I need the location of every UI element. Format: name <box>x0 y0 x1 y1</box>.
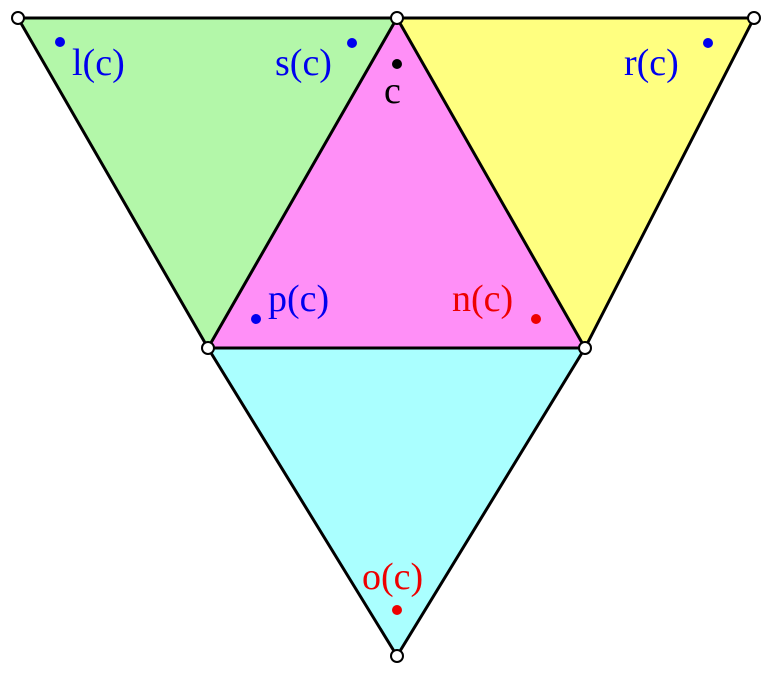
vertex-middle-left <box>201 341 215 355</box>
vertex-middle-right <box>578 341 592 355</box>
label-l: l(c) <box>72 42 125 84</box>
left-inner-edge <box>206 16 399 350</box>
vertex-top-middle <box>390 11 404 25</box>
right-outer-edge <box>583 16 756 350</box>
point-n <box>531 314 541 324</box>
label-o: o(c) <box>362 556 423 598</box>
vertex-top-right <box>747 11 761 25</box>
bottom-left-edge <box>206 346 399 658</box>
left-outer-edge <box>16 16 210 350</box>
bottom-right-edge <box>395 346 587 658</box>
point-r <box>703 38 713 48</box>
bottom-triangle <box>208 348 585 656</box>
point-l <box>55 37 65 47</box>
right-triangle <box>397 18 754 348</box>
label-c: c <box>384 70 401 112</box>
label-s: s(c) <box>275 42 332 84</box>
point-c <box>392 59 402 69</box>
label-n: n(c) <box>452 278 513 320</box>
vertex-top-left <box>11 11 25 25</box>
center-triangle <box>208 18 585 348</box>
vertex-bottom <box>390 649 404 663</box>
point-s <box>347 38 357 48</box>
label-r: r(c) <box>624 42 679 84</box>
point-p <box>251 314 261 324</box>
point-o <box>392 605 402 615</box>
label-p: p(c) <box>268 278 329 320</box>
right-inner-edge <box>395 16 587 350</box>
left-triangle <box>18 18 397 348</box>
